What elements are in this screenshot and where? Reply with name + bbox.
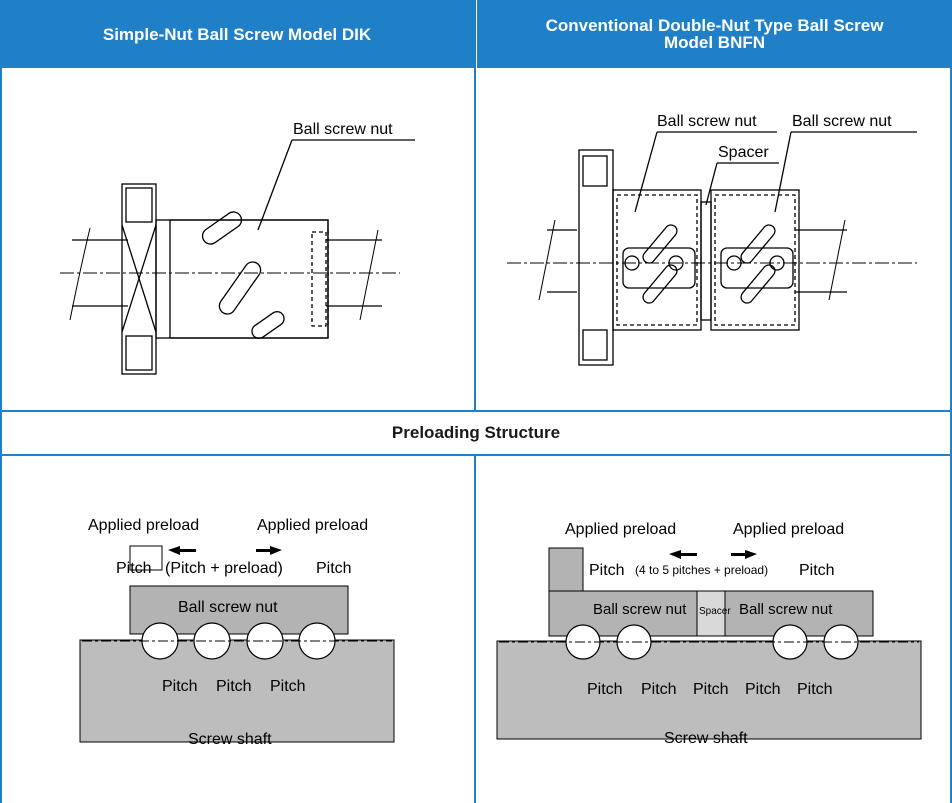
- pl-pitch-left: Pitch: [116, 560, 152, 577]
- preload-left-diagram: Applied preload Applied preload Pitch (P…: [79, 517, 395, 748]
- pr-spacer-label: Spacer: [699, 606, 731, 617]
- grid-row-divider-2: [0, 454, 952, 456]
- pl-bottom-pitch-2: Pitch: [216, 678, 252, 695]
- pr-arrow-left-icon: [669, 550, 697, 559]
- grid-center-divider-top: [474, 0, 476, 411]
- section-title: Preloading Structure: [0, 412, 952, 454]
- pr-nut-label-2: Ball screw nut: [739, 601, 833, 618]
- grid-right-border: [950, 0, 952, 803]
- pr-applied-left: Applied preload: [565, 521, 676, 538]
- pl-pitch-right: Pitch: [316, 560, 352, 577]
- pl-nut-label: Ball screw nut: [178, 599, 278, 616]
- pr-shaft: [496, 640, 922, 740]
- section-title-text: Preloading Structure: [391, 423, 561, 442]
- bnfn-spacer-label: Spacer: [718, 144, 769, 161]
- grid-center-divider-bottom: [474, 455, 476, 803]
- header-left: Simple-Nut Ball Screw Model DIK: [0, 0, 474, 68]
- header-right-title-line1: Conventional Double-Nut Type Ball Screw: [545, 16, 884, 35]
- pl-shaft-label: Screw shaft: [188, 731, 272, 748]
- pl-applied-right: Applied preload: [257, 517, 368, 534]
- pl-pitch-middle: (Pitch + preload): [165, 560, 283, 577]
- grid-row-divider-1: [0, 410, 952, 412]
- pl-shaft: [79, 639, 395, 743]
- bnfn-nut-label-1: Ball screw nut: [657, 113, 757, 130]
- dik-drawing: Ball screw nut: [60, 121, 415, 375]
- pr-bottom-pitch-5: Pitch: [797, 681, 833, 698]
- pr-arrow-right-icon: [731, 550, 757, 559]
- pl-arrow-left-icon: [168, 546, 196, 555]
- bnfn-drawing: Ball screw nut Spacer Ball screw nut: [507, 113, 917, 366]
- pr-spacer: [696, 590, 726, 637]
- pr-bottom-pitch-1: Pitch: [587, 681, 623, 698]
- pl-bottom-pitch-3: Pitch: [270, 678, 306, 695]
- pr-pitch-right: Pitch: [799, 562, 835, 579]
- header-right: Conventional Double-Nut Type Ball Screw …: [477, 0, 952, 68]
- pl-applied-left: Applied preload: [88, 517, 199, 534]
- pr-bottom-pitch-4: Pitch: [745, 681, 781, 698]
- header-left-title: Simple-Nut Ball Screw Model DIK: [102, 24, 372, 44]
- pr-nut-label-1: Ball screw nut: [593, 601, 687, 618]
- pr-bottom-pitch-2: Pitch: [641, 681, 677, 698]
- dik-nut-label: Ball screw nut: [293, 121, 393, 138]
- pl-bottom-pitch-1: Pitch: [162, 678, 198, 695]
- pr-shaft-label: Screw shaft: [664, 730, 748, 747]
- header-right-title-line2: Model BNFN: [663, 33, 766, 52]
- pl-arrow-right-icon: [256, 546, 282, 555]
- bnfn-nut-label-2: Ball screw nut: [792, 113, 892, 130]
- pr-pitch-middle: (4 to 5 pitches + preload): [635, 563, 768, 577]
- pr-bottom-pitch-3: Pitch: [693, 681, 729, 698]
- pr-applied-right: Applied preload: [733, 521, 844, 538]
- grid-left-border: [0, 0, 2, 803]
- preload-right-diagram: Applied preload Applied preload Pitch (4…: [496, 521, 922, 747]
- pr-pitch-left: Pitch: [589, 562, 625, 579]
